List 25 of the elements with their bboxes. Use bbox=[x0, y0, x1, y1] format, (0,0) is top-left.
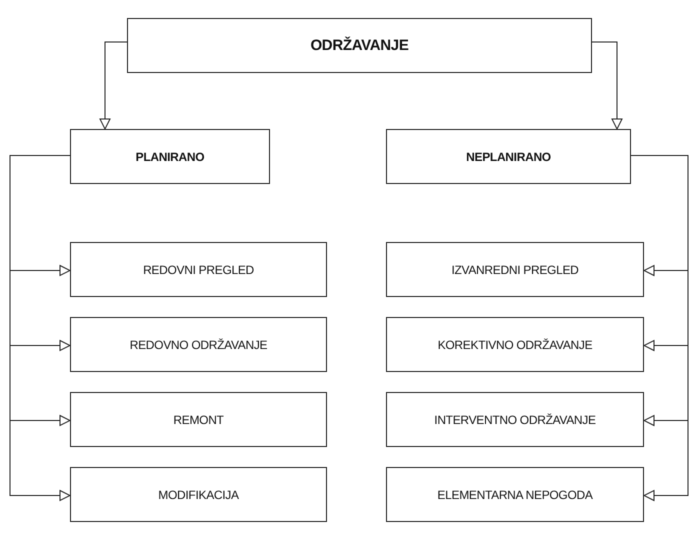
process-box bbox=[70, 129, 270, 184]
process-box bbox=[386, 392, 644, 447]
process-box bbox=[386, 467, 644, 522]
box-label: KOREKTIVNO ODRŽAVANJE bbox=[438, 338, 592, 352]
box-label: PLANIRANO bbox=[136, 150, 204, 164]
process-box bbox=[70, 392, 327, 447]
process-box bbox=[386, 242, 644, 297]
connector-arrow bbox=[100, 42, 128, 130]
box-label: INTERVENTNO ODRŽAVANJE bbox=[434, 412, 596, 426]
process-box bbox=[127, 18, 592, 73]
process-box bbox=[70, 242, 327, 297]
box-label: REDOVNI PREGLED bbox=[143, 262, 254, 276]
connector-arrow bbox=[10, 155, 70, 501]
process-box bbox=[386, 317, 644, 372]
process-box bbox=[386, 129, 631, 184]
box-label: NEPLANIRANO bbox=[466, 150, 551, 164]
box-label: ELEMENTARNA NEPOGODA bbox=[437, 488, 593, 502]
box-label: MODIFIKACIJA bbox=[158, 488, 239, 502]
box-label: REDOVNO ODRŽAVANJE bbox=[130, 338, 268, 352]
connector-arrow bbox=[592, 42, 622, 130]
process-box bbox=[70, 317, 327, 372]
box-label: REMONT bbox=[173, 412, 224, 426]
process-box bbox=[70, 467, 327, 522]
box-label: ODRŽAVANJE bbox=[310, 37, 409, 54]
box-label: IZVANREDNI PREGLED bbox=[451, 262, 579, 276]
